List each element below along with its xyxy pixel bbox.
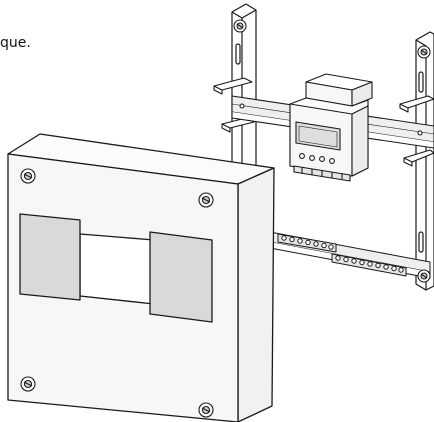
meter-button-3 [319, 156, 325, 162]
arm-top-right [399, 95, 434, 109]
screw-icon [20, 168, 36, 184]
screw-icon [20, 376, 36, 392]
cutout-panel-right [149, 231, 213, 323]
screw-icon [198, 192, 214, 208]
meter-button-4 [329, 158, 335, 164]
screw-icon [417, 269, 431, 283]
meter-button-2 [309, 155, 315, 161]
arm-top-left [213, 77, 253, 91]
frame-screws [233, 19, 431, 283]
screw-icon [417, 45, 431, 59]
mounting-arms [213, 77, 434, 167]
cutout-window [79, 233, 155, 305]
meter-display [295, 121, 341, 151]
enclosure-box [7, 133, 275, 422]
enclosure-screws [20, 168, 214, 418]
meter-module-icon [289, 73, 373, 182]
meter-button-1 [299, 153, 305, 159]
enclosure-side [237, 167, 275, 422]
terminal-block-icon [269, 231, 431, 279]
cutout-panel-left [19, 213, 81, 301]
caption-fragment: que. [0, 35, 31, 51]
screw-icon [198, 402, 214, 418]
screw-icon [233, 19, 247, 33]
arm-mid-right [403, 149, 434, 163]
